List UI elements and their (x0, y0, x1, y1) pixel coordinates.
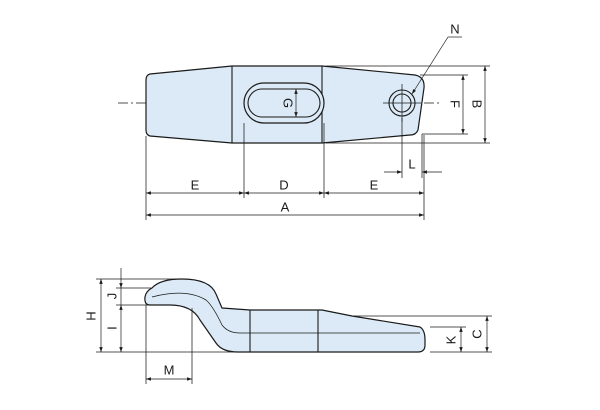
label-f: F (448, 100, 463, 108)
slot-inner (247, 88, 321, 118)
label-e-right: E (370, 177, 379, 192)
label-c: C (469, 329, 484, 338)
label-j: J (104, 293, 119, 300)
label-m: M (164, 362, 175, 377)
n-leader (411, 36, 449, 95)
label-n: N (450, 21, 459, 36)
label-d: D (279, 177, 288, 192)
top-view: N G F B L E D E A (118, 21, 490, 220)
label-e-left: E (191, 177, 200, 192)
side-view-body (144, 278, 426, 353)
side-inner-bend (151, 292, 420, 334)
slot-outer (243, 82, 325, 124)
label-g: G (281, 98, 296, 108)
label-b: B (470, 100, 485, 109)
label-i: I (104, 326, 119, 330)
label-l: L (408, 156, 415, 171)
label-a: A (281, 199, 290, 214)
label-k: K (443, 335, 458, 344)
side-view: H J I M K C (83, 268, 492, 384)
label-h: H (83, 311, 98, 320)
